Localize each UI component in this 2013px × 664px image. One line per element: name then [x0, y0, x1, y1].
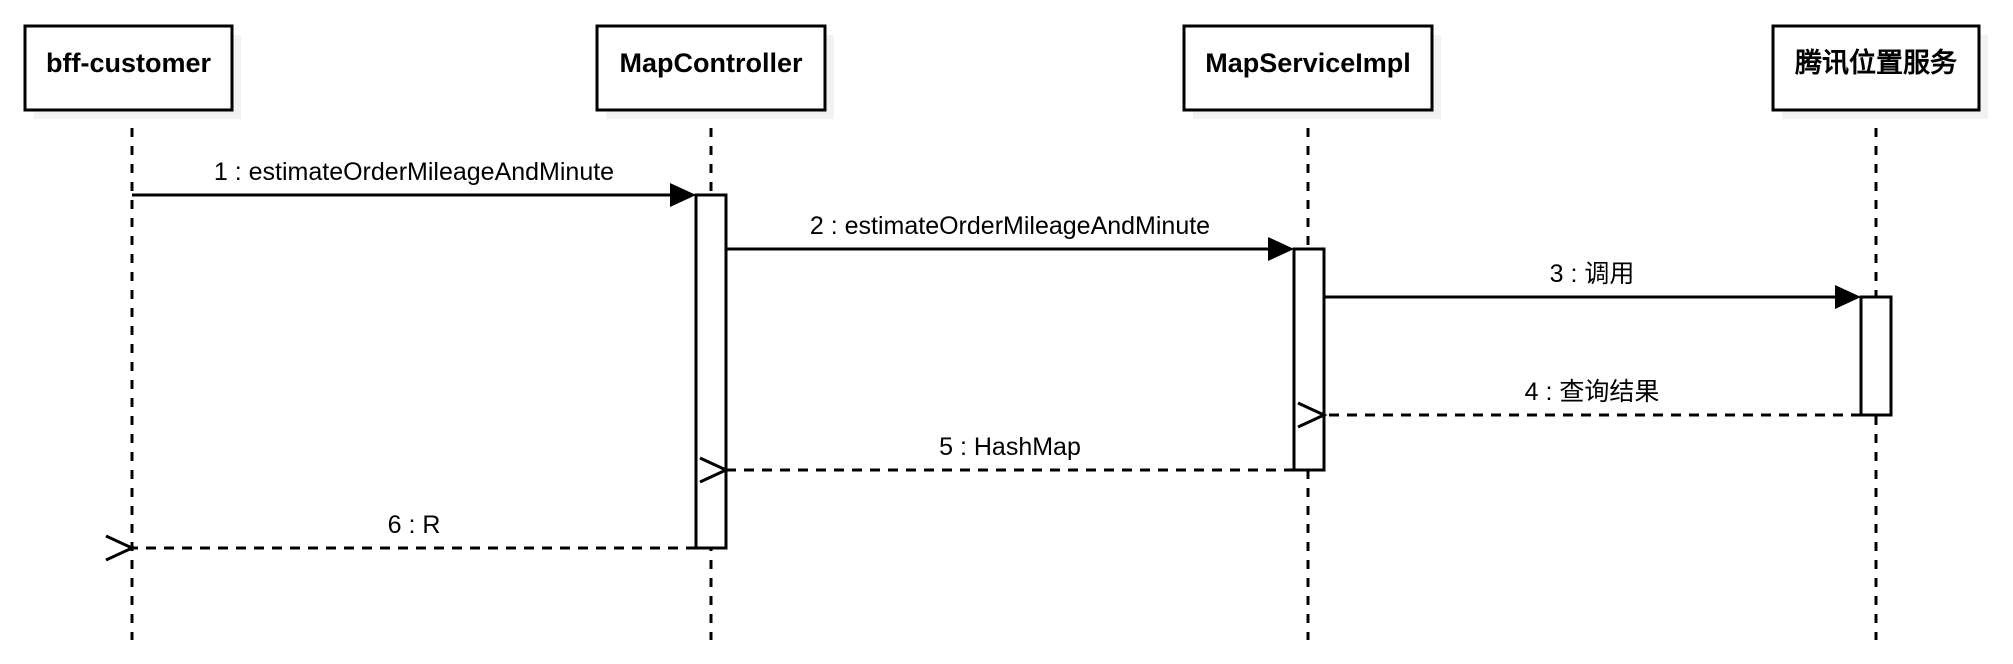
- activation-bar-map-service-impl: [1292, 247, 1326, 472]
- participant-label-tencent-location-service: 腾讯位置服务: [1795, 47, 1957, 78]
- activation-bar-map-controller: [694, 193, 728, 550]
- message-arrowhead-filled-1: [670, 183, 696, 207]
- activation-bar-tencent-location-service: [1859, 295, 1893, 417]
- message-labels-layer: 1 : estimateOrderMileageAndMinute 2 : est…: [214, 158, 1659, 539]
- message-label-1: 1 : estimateOrderMileageAndMinute: [214, 158, 614, 186]
- participant-label-bff-customer: bff-customer: [46, 48, 211, 78]
- participant-boxes-layer: bff-customer MapController MapServiceImpl 腾…: [23, 24, 1981, 112]
- message-arrowhead-open-6: [105, 534, 136, 562]
- message-arrowhead-open-4: [1297, 401, 1328, 429]
- participant-label-map-service-impl: MapServiceImpl: [1205, 48, 1411, 78]
- participant-box-tencent-location-service[interactable]: [1771, 24, 1981, 112]
- participant-box-map-controller[interactable]: [595, 24, 827, 112]
- participant-label-map-controller: MapController: [619, 48, 802, 78]
- message-label-4: 4 : 查询结果: [1525, 378, 1660, 406]
- lifelines-layer: [130, 110, 1878, 640]
- messages-layer: [105, 183, 1861, 562]
- activation-bars-layer: [694, 193, 1893, 550]
- participant-box-bff-customer[interactable]: [23, 24, 234, 112]
- participant-shadows-layer: [34, 35, 1988, 119]
- participant-box-map-service-impl[interactable]: [1182, 24, 1434, 112]
- message-arrowhead-open-5: [699, 456, 730, 484]
- message-label-6: 6 : R: [388, 511, 441, 539]
- message-label-3: 3 : 调用: [1550, 260, 1635, 288]
- message-label-5: 5 : HashMap: [939, 433, 1081, 461]
- message-arrowhead-filled-3: [1835, 285, 1861, 309]
- message-label-2: 2 : estimateOrderMileageAndMinute: [810, 212, 1210, 240]
- message-arrowhead-filled-2: [1268, 237, 1294, 261]
